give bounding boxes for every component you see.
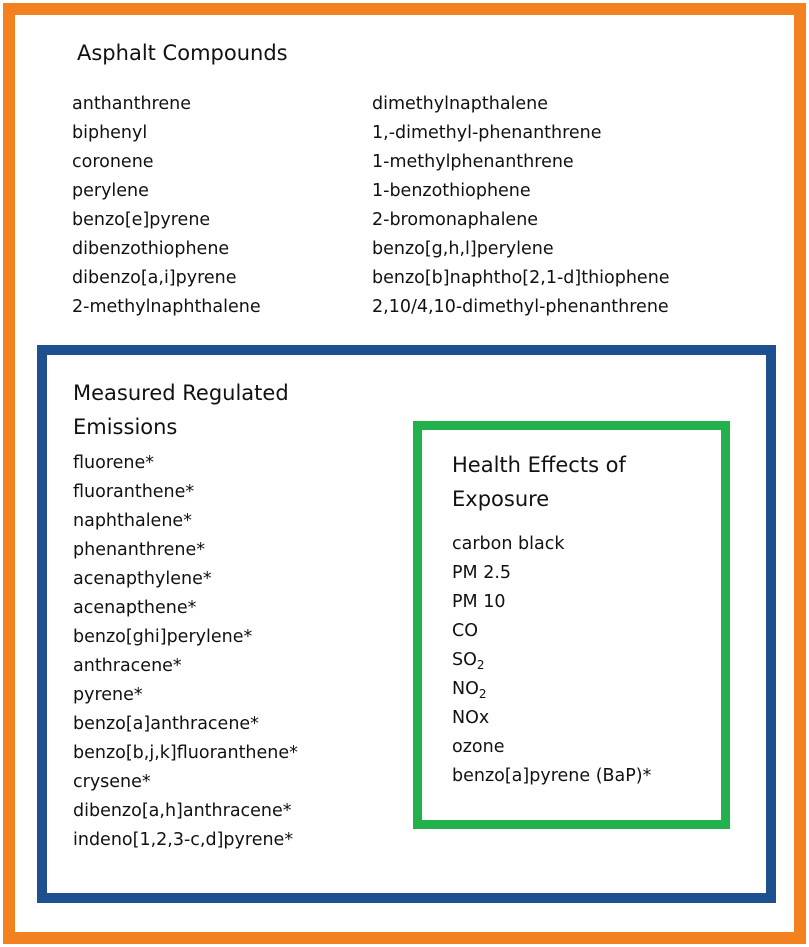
health-item-text: ozone (452, 737, 505, 757)
compound-item: dibenzothiophene (72, 239, 230, 259)
health-item-text: NOx (452, 708, 490, 728)
compound-item: benzo[e]pyrene (72, 210, 211, 230)
health-effects-title-line-2: Exposure (452, 487, 550, 511)
compound-item: dibenzo[a,i]pyrene (72, 268, 237, 288)
emission-item: pyrene* (73, 685, 143, 705)
compound-item: 1,-dimethyl-phenanthrene (372, 123, 602, 143)
health-item-text: PM 2.5 (452, 563, 512, 583)
health-item-text: SO (452, 650, 477, 670)
health-item-text: PM 10 (452, 592, 506, 612)
compound-item: perylene (72, 181, 149, 201)
emission-item: fluorene* (73, 453, 155, 473)
health-item-text: CO (452, 621, 478, 641)
emission-item: fluoranthene* (73, 482, 195, 502)
compound-item: 1-benzothiophene (372, 181, 531, 201)
measured-emissions-title: Measured Regulated Emissions (73, 376, 289, 444)
health-effects-box (413, 421, 730, 829)
health-item: carbon black (452, 530, 651, 559)
compound-item: benzo[g,h,l]perylene (372, 239, 554, 259)
compound-item: dimethylnapthalene (372, 94, 549, 114)
emission-item: naphthalene* (73, 511, 192, 531)
emission-item: benzo[b,j,k]fluoranthene* (73, 743, 298, 763)
compound-item: 2-methylnaphthalene (72, 297, 261, 317)
health-effects-title-line-1: Health Effects of (452, 453, 626, 477)
health-item: CO (452, 617, 651, 646)
health-item: PM 2.5 (452, 559, 651, 588)
measured-emissions-title-line-2: Emissions (73, 415, 178, 439)
health-item: benzo[a]pyrene (BaP)* (452, 762, 651, 791)
compound-item: coronene (72, 152, 154, 172)
compound-item: 2,10/4,10-dimethyl-phenanthrene (372, 297, 669, 317)
emission-item: indeno[1,2,3-c,d]pyrene* (73, 830, 294, 850)
asphalt-compounds-box (3, 3, 806, 944)
health-effects-list: carbon black PM 2.5 PM 10 CO SO2 NO2 NOx… (452, 530, 651, 791)
health-item: NO2 (452, 675, 651, 704)
emission-item: benzo[ghi]perylene* (73, 627, 253, 647)
emission-item: anthracene* (73, 656, 182, 676)
measured-regulated-emissions-box (37, 345, 776, 903)
health-effects-title: Health Effects of Exposure (452, 448, 626, 516)
measured-emissions-title-line-1: Measured Regulated (73, 381, 289, 405)
measured-emissions-list: fluorene* fluoranthene* naphthalene* phe… (73, 449, 298, 855)
health-item: PM 10 (452, 588, 651, 617)
health-item-text: NO (452, 679, 479, 699)
health-item: ozone (452, 733, 651, 762)
compound-item: 2-bromonaphalene (372, 210, 539, 230)
emission-item: benzo[a]anthracene* (73, 714, 259, 734)
health-item: NOx (452, 704, 651, 733)
asphalt-compounds-title: Asphalt Compounds (77, 41, 288, 65)
emission-item: acenapthylene* (73, 569, 212, 589)
health-item-text: benzo[a]pyrene (BaP)* (452, 766, 652, 786)
compound-item: benzo[b]naphtho[2,1-d]thiophene (372, 268, 670, 288)
compound-item: biphenyl (72, 123, 148, 143)
health-item-subscript: 2 (476, 658, 485, 672)
health-item-subscript: 2 (478, 687, 487, 701)
emission-item: dibenzo[a,h]anthracene* (73, 801, 292, 821)
health-item: SO2 (452, 646, 651, 675)
asphalt-compounds-column-2: dimethylnapthalene 1,-dimethyl-phenanthr… (372, 90, 670, 322)
health-item-text: carbon black (452, 534, 565, 554)
emission-item: acenapthene* (73, 598, 197, 618)
emission-item: phenanthrene* (73, 540, 206, 560)
compound-item: 1-methylphenanthrene (372, 152, 574, 172)
compound-item: anthanthrene (72, 94, 191, 114)
asphalt-compounds-column-1: anthanthrene biphenyl coronene perylene … (72, 90, 261, 322)
emission-item: crysene* (73, 772, 151, 792)
